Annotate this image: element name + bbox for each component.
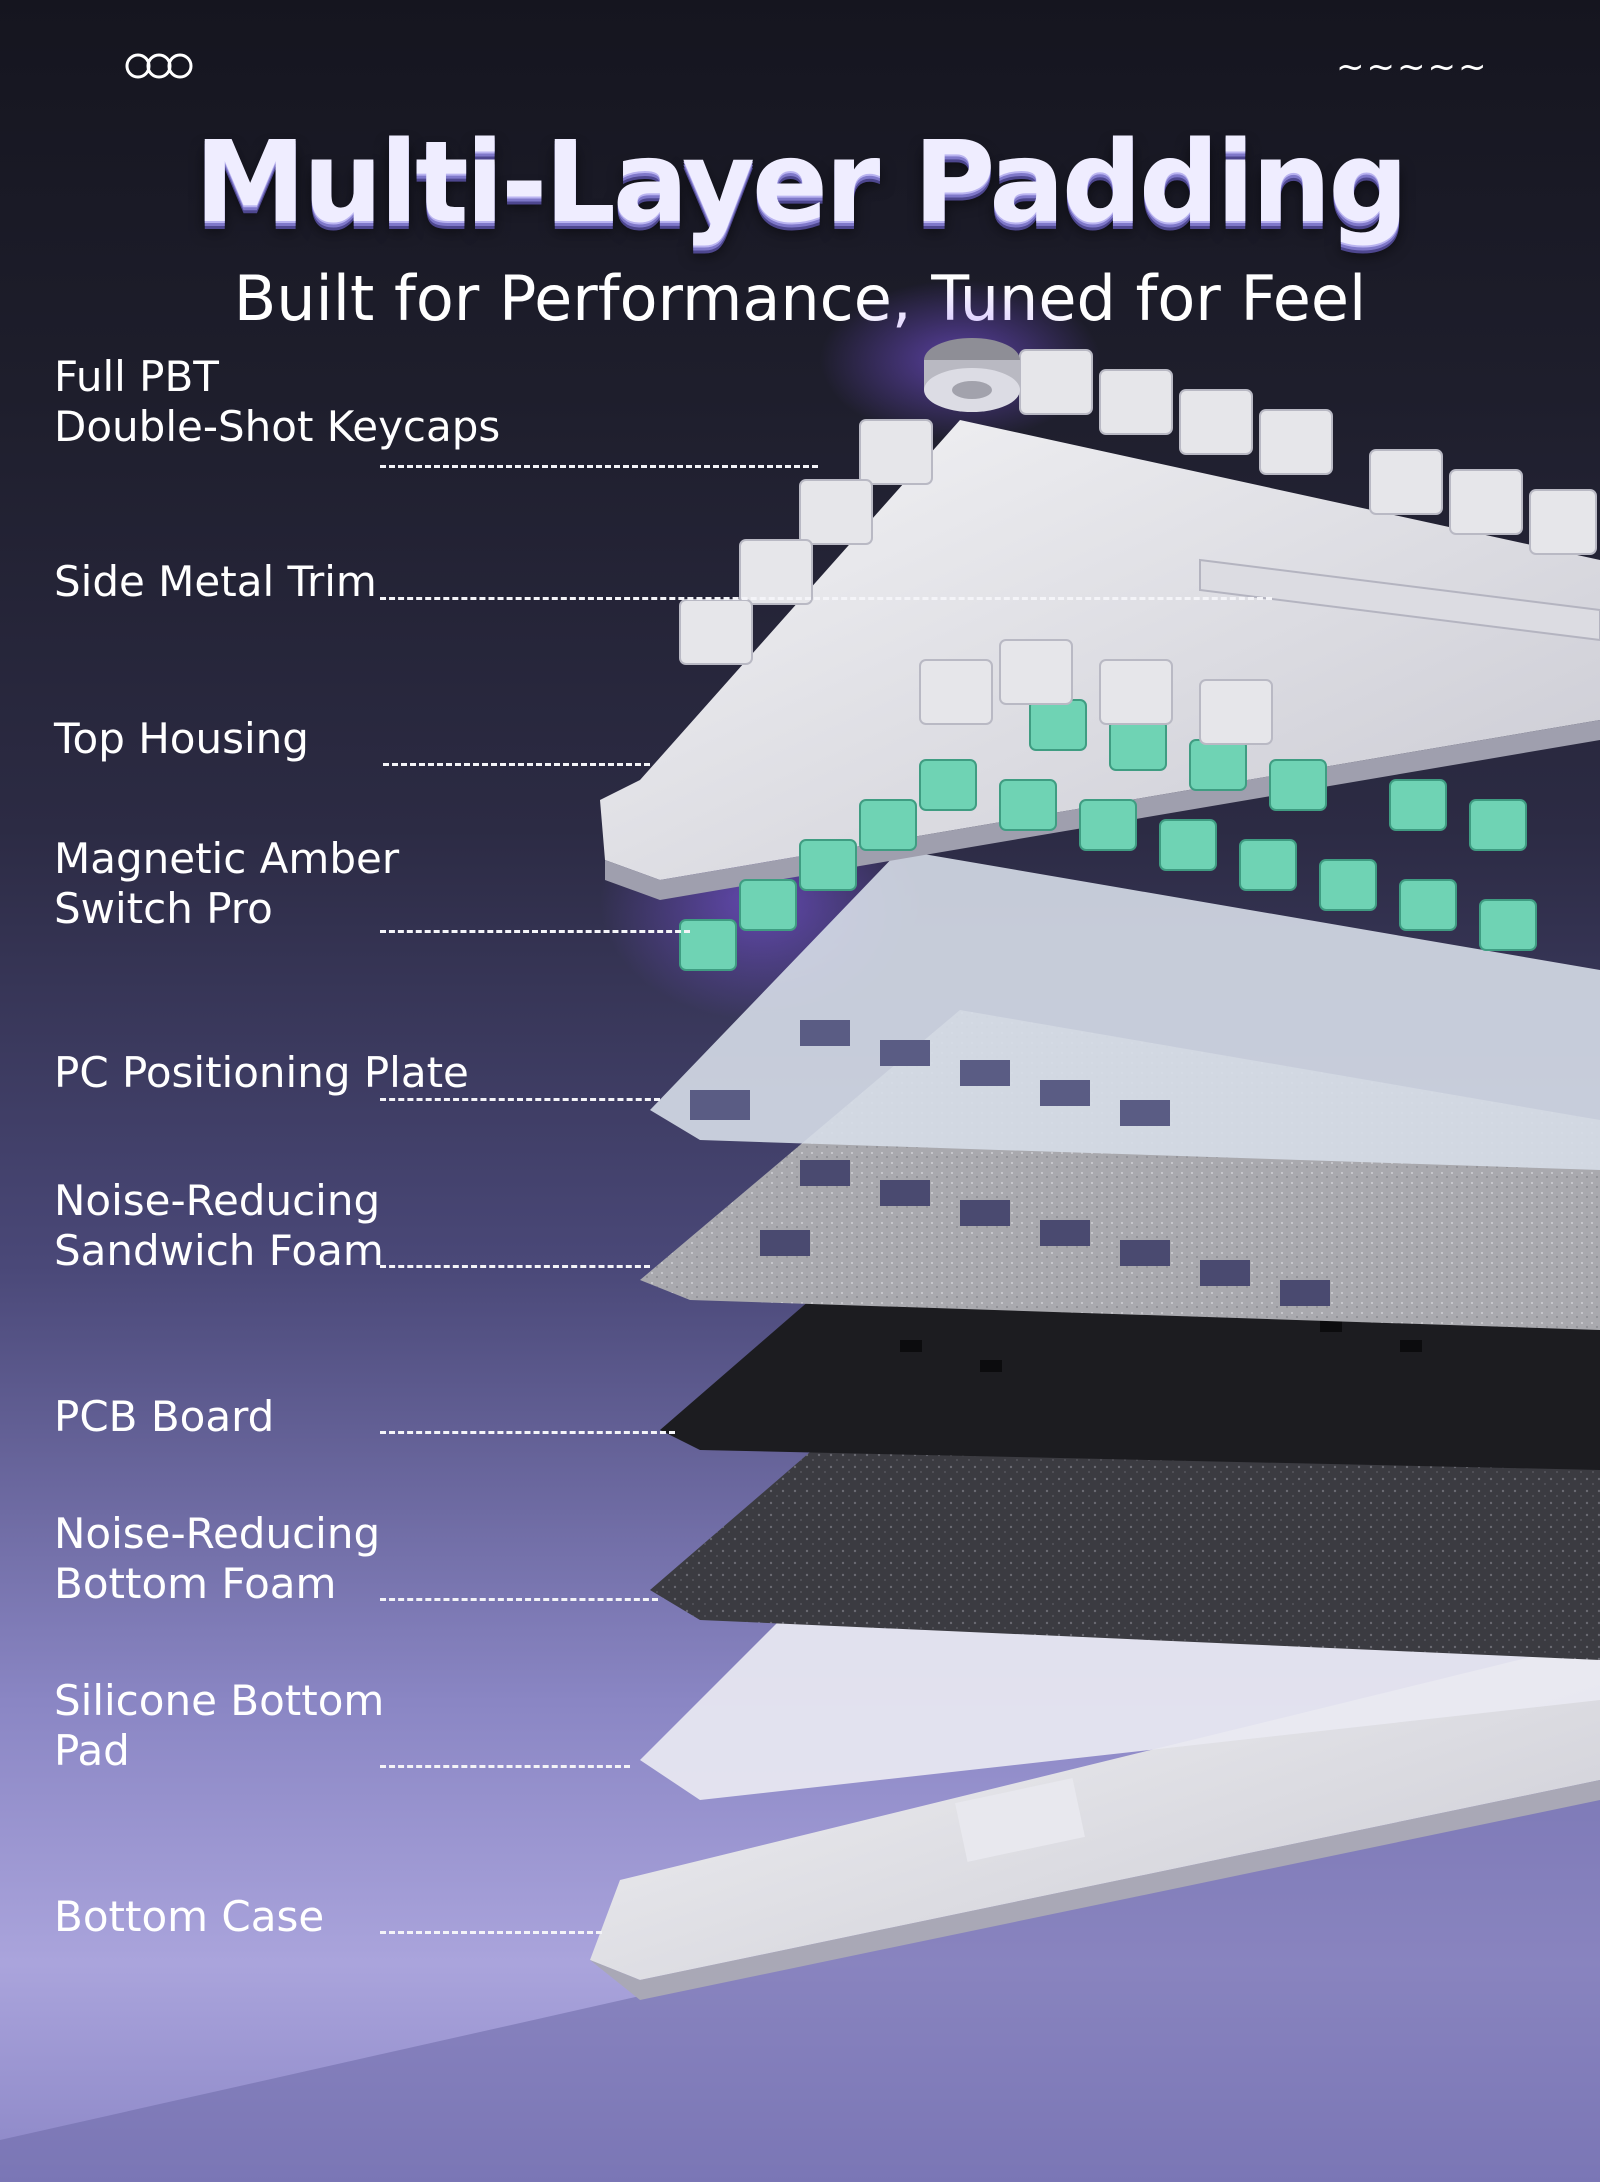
- layer-label-top-housing: Top Housing: [54, 714, 309, 763]
- layer-label-pcb: PCB Board: [54, 1392, 275, 1441]
- layer-label-pc-plate: PC Positioning Plate: [54, 1048, 469, 1097]
- top-housing-layer: [600, 420, 1600, 880]
- volume-knob: [924, 338, 1020, 412]
- leader-line-switches: [380, 930, 690, 933]
- leader-line-pcb: [380, 1431, 675, 1434]
- pc-plate-layer: [650, 850, 1600, 1170]
- leader-line-keycaps: [380, 465, 818, 468]
- magnetic-switches: [679, 699, 1537, 971]
- leader-line-top-housing: [383, 763, 650, 766]
- leader-line-pc-plate: [380, 1098, 660, 1101]
- leader-line-sandwich-foam: [380, 1265, 650, 1268]
- layer-label-keycaps: Full PBT Double-Shot Keycaps: [54, 352, 501, 451]
- page-title: Multi-Layer Padding: [194, 118, 1409, 248]
- layer-label-bottom-foam: Noise-Reducing Bottom Foam: [54, 1509, 381, 1608]
- leader-line-bottom-foam: [380, 1598, 658, 1601]
- bottom-case-edge: [590, 1780, 1600, 2000]
- layer-label-side-metal-trim: Side Metal Trim: [54, 557, 377, 606]
- wave-decoration: ~~~~~: [1336, 47, 1489, 87]
- pc-plate-cutouts: [690, 1020, 1170, 1126]
- sandwich-foam-cutouts: [760, 1160, 1330, 1306]
- leader-line-side-metal-trim: [380, 597, 1272, 600]
- layer-label-switches: Magnetic Amber Switch Pro: [54, 834, 400, 933]
- leader-line-bottom-case: [380, 1931, 602, 1934]
- bottom-case-foot: [955, 1778, 1085, 1862]
- three-rings-logo-icon: [125, 53, 193, 79]
- layer-label-silicone-pad: Silicone Bottom Pad: [54, 1676, 385, 1775]
- layer-label-sandwich-foam: Noise-Reducing Sandwich Foam: [54, 1176, 384, 1275]
- side-metal-trim: [1199, 558, 1600, 642]
- leader-line-silicone-pad: [380, 1765, 630, 1768]
- page-subtitle: Built for Performance, Tuned for Feel: [233, 262, 1367, 335]
- layer-label-bottom-case: Bottom Case: [54, 1892, 325, 1941]
- keycaps-layer: [679, 349, 1597, 745]
